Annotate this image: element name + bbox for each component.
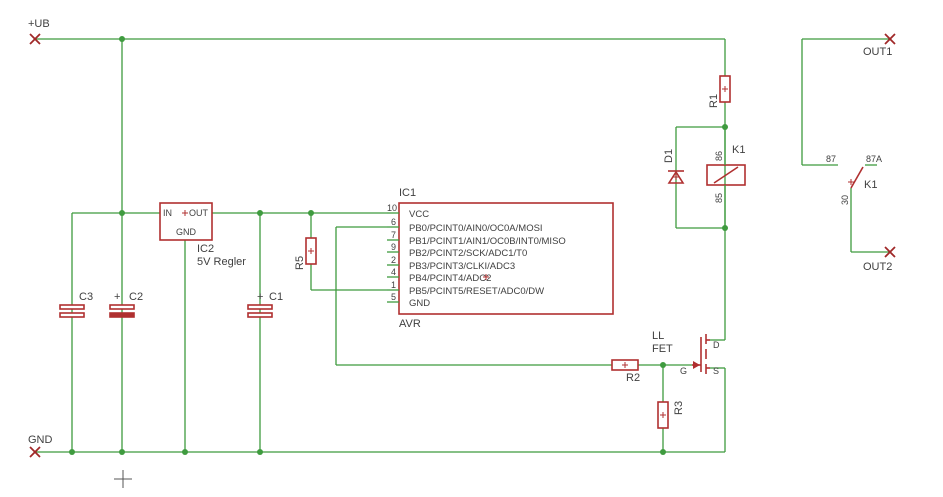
ic1-pin-label: PB3/PCINT3/CLKI/ADC3: [409, 261, 515, 272]
ic1-value: AVR: [399, 318, 421, 330]
net-label-out1: OUT1: [863, 46, 892, 58]
ic1-pin-label: PB5/PCINT5/RESET/ADC0/DW: [409, 286, 544, 297]
relay-k1-contact: 87 87A 30 K1: [826, 154, 882, 205]
capacitor-c2: + C2: [109, 291, 143, 318]
d1-label: D1: [663, 149, 675, 163]
ic2-value: 5V Regler: [197, 256, 246, 268]
fet-pin-s: S: [713, 366, 719, 376]
ic1-pin-num: 4: [391, 267, 396, 277]
r5-label: R5: [294, 256, 306, 270]
resistor-r2: R2: [611, 359, 640, 384]
vcc-terminal-icon: [29, 33, 41, 45]
k1-coil-pin: 86: [714, 151, 724, 161]
fet-label-line1: LL: [652, 330, 664, 342]
junctions: [69, 36, 728, 455]
crosshair-cursor-icon: [114, 470, 132, 488]
k1-contact-label: K1: [864, 179, 877, 191]
net-endpoints: [29, 33, 896, 458]
c1-plus-sign: +: [257, 291, 263, 303]
ic2-regulator: IN OUT GND IC2 5V Regler: [159, 202, 246, 268]
net-label-vcc: +UB: [28, 18, 50, 30]
c2-plus-sign: +: [114, 291, 120, 303]
ic1-pin-label: GND: [409, 298, 430, 309]
k1-contact-pin: 87A: [866, 154, 882, 164]
ic1-pin-label: PB1/PCINT1/AIN1/OC0B/INT0/MISO: [409, 236, 566, 247]
capacitor-c3: C3: [59, 291, 93, 318]
origin-cross-icon: [483, 274, 489, 280]
fet-pin-g: G: [680, 366, 687, 376]
relay-k1-coil: 86 85 K1: [706, 127, 746, 228]
ic1-pin-num: 5: [391, 292, 396, 302]
r3-label: R3: [673, 401, 685, 415]
c3-label: C3: [79, 291, 93, 303]
ic1-pin-num: 6: [391, 217, 396, 227]
k1-contact-pin: 30: [840, 195, 850, 205]
ic1-avr: IC1 AVR 10 VCC 6 PB0/PCINT0/AIN0/OC0A/MO…: [387, 187, 614, 330]
r2-label: R2: [626, 372, 640, 384]
r1-label: R1: [708, 94, 720, 108]
ic2-name: IC2: [197, 243, 214, 255]
ic1-pin-label: PB0/PCINT0/AIN0/OC0A/MOSI: [409, 223, 543, 234]
ic1-pin-label: VCC: [409, 209, 429, 220]
net-label-out2: OUT2: [863, 261, 892, 273]
ic1-pin-num: 2: [391, 255, 396, 265]
k1-coil-pin: 85: [714, 193, 724, 203]
ic2-pin-gnd: GND: [176, 227, 197, 237]
ic2-pin-out: OUT: [189, 208, 209, 218]
ic1-name: IC1: [399, 187, 416, 199]
c2-label: C2: [129, 291, 143, 303]
net-label-gnd: GND: [28, 434, 53, 446]
diode-d1: D1: [663, 149, 685, 184]
ic1-pin-num: 7: [391, 230, 396, 240]
out1-terminal-icon: [884, 33, 896, 45]
out2-terminal-icon: [884, 246, 896, 258]
fet-pin-d: D: [713, 340, 720, 350]
resistor-r1: R1: [708, 75, 731, 108]
ic1-pin-num: 10: [387, 203, 397, 213]
origin-cross-icon: [182, 210, 188, 216]
ic1-pins: [387, 212, 399, 303]
ic1-pin-label: PB2/PCINT2/SCK/ADC1/T0: [409, 248, 527, 259]
ic2-pin-in: IN: [163, 208, 172, 218]
capacitor-c1: + C1: [247, 291, 283, 318]
k1-coil-label: K1: [732, 144, 745, 156]
gnd-terminal-icon: [29, 446, 41, 458]
resistor-r5: R5: [294, 237, 317, 270]
ic1-pin-num: 1: [391, 280, 396, 290]
ic1-pin-label: PB4/PCINT4/ADC2: [409, 273, 491, 284]
resistor-r3: R3: [657, 401, 685, 429]
k1-contact-pin: 87: [826, 154, 836, 164]
fet-label-line2: FET: [652, 343, 673, 355]
mosfet-ll-fet: LL FET G D S: [652, 330, 720, 376]
ic1-pin-num: 9: [391, 242, 396, 252]
c1-label: C1: [269, 291, 283, 303]
